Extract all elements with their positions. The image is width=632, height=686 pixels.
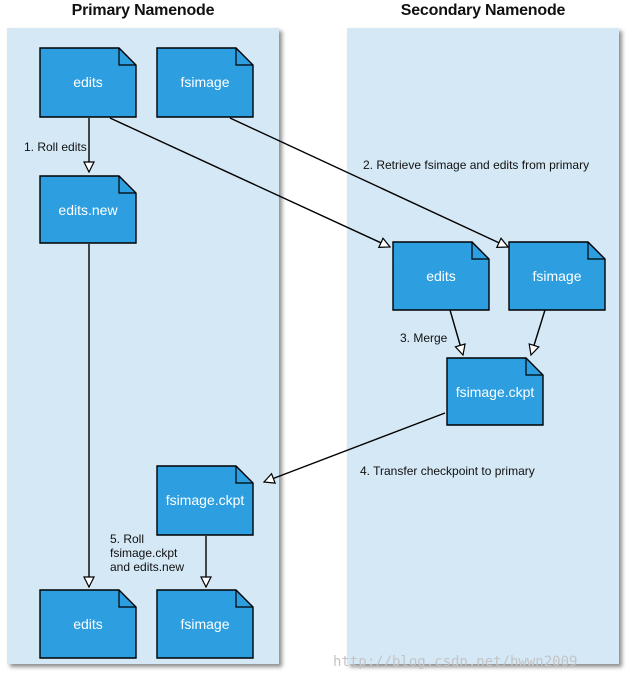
doc-edits-bottom-label: edits — [73, 616, 103, 632]
doc-edits-new-label: edits.new — [58, 202, 118, 218]
doc-edits-new: edits.new — [39, 175, 137, 244]
doc-fsimage-ckpt-secondary-label: fsimage.ckpt — [456, 384, 535, 400]
step1-label: 1. Roll edits — [24, 140, 87, 154]
primary-namenode-title: Primary Namenode — [71, 2, 215, 19]
step5-line-2: fsimage.ckpt — [110, 546, 178, 560]
doc-fsimage-bottom-label: fsimage — [180, 616, 229, 632]
doc-fsimage-ckpt-primary-label: fsimage.ckpt — [166, 492, 245, 508]
doc-edits-bottom: edits — [39, 589, 137, 659]
step5-label: 5. Roll fsimage.ckpt and edits.new — [110, 532, 220, 574]
doc-fsimage-ckpt-secondary: fsimage.ckpt — [446, 357, 544, 426]
step5-line-1: 5. Roll — [110, 532, 145, 546]
step2-label: 2. Retrieve fsimage and edits from prima… — [363, 158, 590, 172]
doc-fsimage-secondary-label: fsimage — [532, 268, 581, 284]
doc-fsimage-secondary: fsimage — [508, 241, 606, 311]
doc-fsimage-primary: fsimage — [156, 47, 254, 118]
secondary-namenode-title: Secondary Namenode — [400, 2, 566, 19]
arrow-fsimage-merge — [531, 309, 546, 355]
arrow-fsimage-to-secondary — [229, 117, 508, 247]
doc-fsimage-ckpt-primary: fsimage.ckpt — [156, 465, 254, 536]
arrow-edits-merge — [449, 309, 463, 355]
arrow-edits-to-secondary — [109, 117, 390, 247]
primary-namenode-panel — [7, 28, 279, 664]
doc-edits-secondary-label: edits — [426, 268, 456, 284]
doc-edits-secondary: edits — [392, 241, 490, 311]
watermark: http://blog.csdn.net/hwwn2009 — [333, 654, 578, 670]
doc-fsimage-primary-label: fsimage — [180, 74, 229, 90]
step4-label: 4. Transfer checkpoint to primary — [360, 464, 535, 478]
step3-label: 3. Merge — [400, 331, 448, 345]
secondary-namenode-panel — [347, 28, 619, 664]
doc-edits-primary: edits — [39, 47, 137, 118]
doc-edits-primary-label: edits — [73, 74, 103, 90]
step5-line-3: and edits.new — [110, 560, 185, 574]
doc-fsimage-bottom: fsimage — [156, 589, 254, 659]
arrow-transfer-checkpoint — [264, 412, 446, 482]
arrows — [89, 117, 546, 587]
